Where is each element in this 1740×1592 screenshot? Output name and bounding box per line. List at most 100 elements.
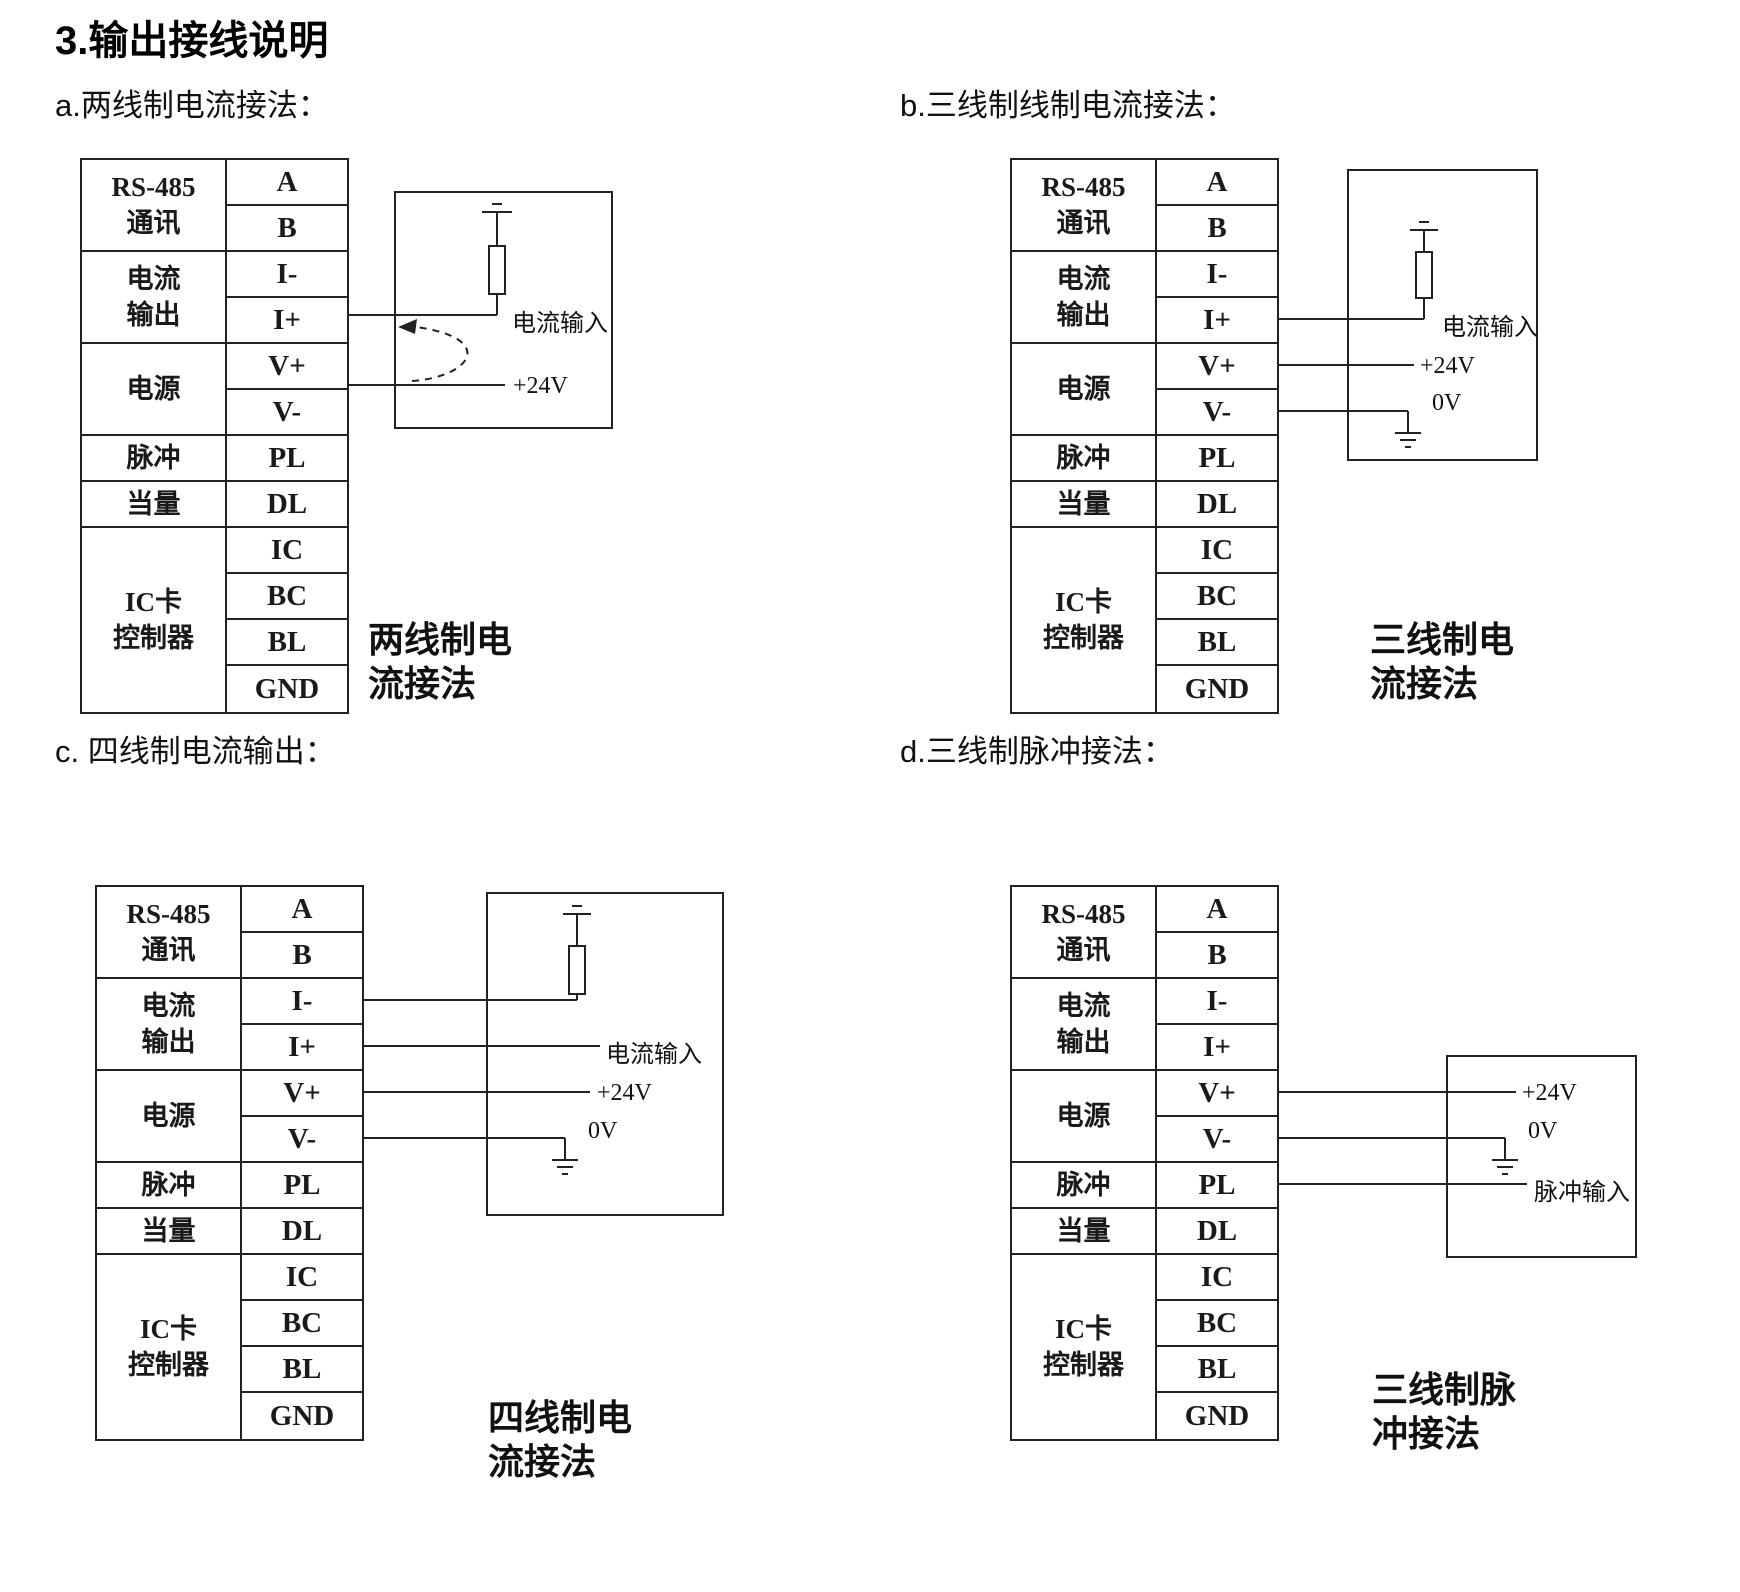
pin-cell-B: B <box>242 933 362 979</box>
diagram-d-circuit <box>1277 1055 1637 1258</box>
group-label: 电源 <box>1056 1101 1111 1131</box>
pin-cell-GND: GND <box>254 672 320 705</box>
group-cell-rs485: RS-485 通讯 <box>82 160 227 252</box>
caption-diagram-d: 三线制脉 冲接法 <box>1372 1368 1516 1456</box>
group-label: 电流 <box>1056 991 1111 1021</box>
pin-cell-GND: GND <box>1184 1399 1250 1432</box>
group-label: 脉冲 <box>1056 443 1111 473</box>
group-label: RS-485 <box>1041 899 1126 929</box>
pin-cell-GND: GND <box>269 1399 335 1432</box>
terminal-table-a: RS-485 通讯 电流 输出 电源 脉冲 当量 IC卡 控制器 A B I- … <box>80 158 349 714</box>
group-cell-pulse: 脉冲 <box>1012 1163 1157 1209</box>
pin-cell-B: B <box>227 206 347 252</box>
label-0v-b: 0V <box>1432 390 1462 416</box>
caption-diagram-a: 两线制电 流接法 <box>368 618 512 706</box>
group-cell-rs485: RS-485 通讯 <box>1012 160 1157 252</box>
diagram-b-header: b.三线制线制电流接法： <box>900 88 1236 123</box>
group-cell-power: 电源 <box>1012 1071 1157 1163</box>
group-label: 电源 <box>141 1101 196 1131</box>
pin-cell-V-plus: V+ <box>1157 344 1277 390</box>
pin-cell-V-plus: V+ <box>242 1071 362 1117</box>
group-label: 脉冲 <box>1056 1170 1111 1200</box>
group-label: 通讯 <box>1056 935 1111 965</box>
group-cell-equivalent: 当量 <box>1012 1209 1157 1255</box>
pin-cell-BL: BL <box>1157 1347 1277 1393</box>
pin-cell-IC: IC <box>227 528 347 574</box>
group-cell-pulse: 脉冲 <box>97 1163 242 1209</box>
resistor-a <box>488 245 506 295</box>
pin-cell-BC: BC <box>242 1301 362 1347</box>
pin-cell-B: B <box>1157 933 1277 979</box>
group-label: 通讯 <box>141 935 196 965</box>
caption-line: 冲接法 <box>1372 1414 1481 1454</box>
label-0v-c: 0V <box>588 1118 618 1144</box>
pin-cell-V-minus: V- <box>1157 390 1277 436</box>
group-label: 控制器 <box>128 1350 209 1380</box>
diagram-d-header: d.三线制脉冲接法： <box>900 734 1174 769</box>
pin-cell-GND: GND <box>1184 672 1250 705</box>
group-label: IC卡 <box>1054 1314 1112 1344</box>
pin-cell-V-minus: V- <box>1157 1117 1277 1163</box>
pin-cell-BL: BL <box>1157 620 1277 666</box>
pin-cell-IC: IC <box>1157 528 1277 574</box>
pin-cell-I-minus: I- <box>1157 252 1277 298</box>
terminal-table-b: RS-485 通讯 电流 输出 电源 脉冲 当量 IC卡 控制器 A B I- … <box>1010 158 1279 714</box>
pin-cell-PL: PL <box>1157 1163 1277 1209</box>
group-cell-equivalent: 当量 <box>82 482 227 528</box>
resistor-c <box>568 945 586 995</box>
pin-cell-IC: IC <box>1157 1255 1277 1301</box>
pin-cell-BL: BL <box>227 620 347 666</box>
group-label: 通讯 <box>126 208 181 238</box>
group-label: 电源 <box>126 374 181 404</box>
group-label: 脉冲 <box>141 1170 196 1200</box>
group-cell-pulse: 脉冲 <box>82 436 227 482</box>
diagram-a-header: a.两线制电流接法： <box>55 88 329 123</box>
group-cell-power: 电源 <box>82 344 227 436</box>
pin-cell-I-minus: I- <box>1157 979 1277 1025</box>
group-label: 输出 <box>1056 1027 1111 1057</box>
pin-cell-B: B <box>1157 206 1277 252</box>
pin-cell-V-minus: V- <box>242 1117 362 1163</box>
group-label: 脉冲 <box>126 443 181 473</box>
group-label: RS-485 <box>1041 172 1126 202</box>
pin-cell-DL: DL <box>227 482 347 528</box>
group-cell-current-output: 电流 输出 <box>82 252 227 344</box>
group-label: 控制器 <box>1043 1350 1124 1380</box>
group-cell-rs485: RS-485 通讯 <box>97 887 242 979</box>
caption-line: 三线制电 <box>1370 620 1515 660</box>
caption-diagram-c: 四线制电 流接法 <box>488 1396 632 1484</box>
group-label: 输出 <box>1056 300 1111 330</box>
group-cell-ic-card: IC卡 控制器 <box>1012 528 1157 712</box>
caption-diagram-b: 三线制电 流接法 <box>1370 618 1514 706</box>
label-current-input-a: 电流输入 <box>512 311 608 337</box>
pin-cell-I-plus: I+ <box>1157 1025 1277 1071</box>
group-label: RS-485 <box>126 899 211 929</box>
group-label: 电流 <box>141 991 196 1021</box>
label-24v-c: +24V <box>597 1080 652 1106</box>
current-loop-arrow <box>411 326 469 382</box>
pin-cell-BL: BL <box>242 1347 362 1393</box>
pin-cell-V-plus: V+ <box>1157 1071 1277 1117</box>
page-title: 3.输出接线说明 <box>55 19 329 63</box>
group-label: 输出 <box>141 1027 196 1057</box>
pin-cell-I-plus: I+ <box>227 298 347 344</box>
pin-cell-BC: BC <box>1157 1301 1277 1347</box>
label-current-input-c: 电流输入 <box>606 1042 702 1068</box>
group-cell-pulse: 脉冲 <box>1012 436 1157 482</box>
pin-cell-IC: IC <box>242 1255 362 1301</box>
group-cell-ic-card: IC卡 控制器 <box>1012 1255 1157 1439</box>
label-current-input-b: 电流输入 <box>1442 315 1538 341</box>
pin-cell-PL: PL <box>227 436 347 482</box>
pin-cell-I-plus: I+ <box>1157 298 1277 344</box>
pin-cell-DL: DL <box>1157 482 1277 528</box>
pin-cell-I-minus: I- <box>227 252 347 298</box>
group-label: 控制器 <box>113 623 194 653</box>
terminal-table-d: RS-485 通讯 电流 输出 电源 脉冲 当量 IC卡 控制器 A B I- … <box>1010 885 1279 1441</box>
group-label: IC卡 <box>139 1314 197 1344</box>
caption-line: 流接法 <box>488 1442 597 1482</box>
pin-cell-I-minus: I- <box>242 979 362 1025</box>
pin-cell-A: A <box>227 160 347 206</box>
pin-cell-I-plus: I+ <box>242 1025 362 1071</box>
group-label: 输出 <box>126 300 181 330</box>
